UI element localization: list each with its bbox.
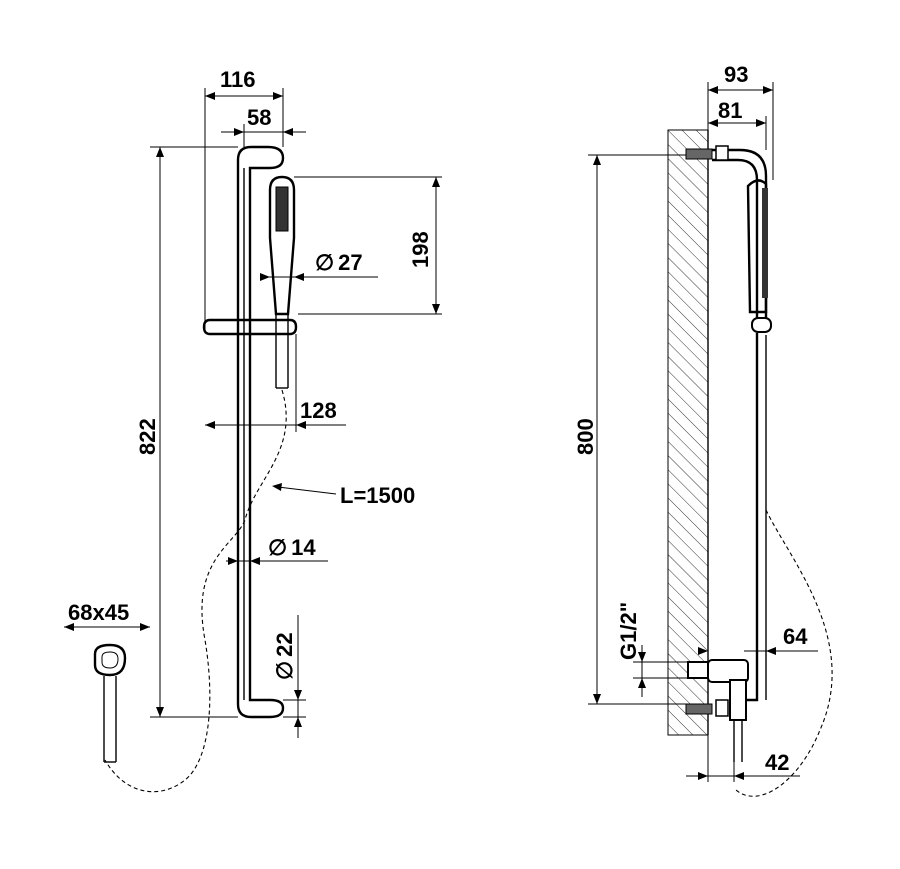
wall-section (667, 129, 709, 736)
wall-elbow (93, 643, 127, 763)
dim-116: 116 (220, 67, 256, 92)
dim-thread-g1-2: G1/2" (616, 602, 641, 660)
dim-diameter-27: ∅27 (315, 250, 363, 275)
dim-128: 128 (300, 398, 337, 423)
dim-diameter-22: ∅ 22 (272, 632, 297, 680)
diameter-symbol: ∅ (315, 250, 334, 275)
dim-58: 58 (247, 105, 271, 130)
dim-198: 198 (408, 231, 433, 268)
dim-800: 800 (573, 418, 598, 455)
slide-rail (236, 145, 285, 719)
dim-14-value: 14 (291, 535, 316, 560)
hose-side (735, 509, 833, 797)
hose-length-label: L=1500 (340, 483, 415, 508)
side-view: 93 81 800 G1/2" 64 42 (573, 62, 833, 797)
diameter-symbol: ∅ (272, 661, 297, 680)
dim-81: 81 (718, 98, 742, 123)
dim-42: 42 (765, 750, 789, 775)
hose (104, 389, 287, 793)
front-view: 116 58 198 ∅27 128 L=1500 (64, 67, 442, 793)
dim-93: 93 (724, 62, 748, 87)
diameter-symbol: ∅ (268, 535, 287, 560)
dim-22-value: 22 (272, 632, 297, 656)
dim-64: 64 (783, 624, 808, 649)
dim-diameter-14: ∅14 (268, 535, 316, 560)
dim-68x45: 68x45 (68, 600, 129, 625)
dim-27-value: 27 (338, 250, 362, 275)
slider-holder (202, 318, 298, 336)
hand-shower (268, 175, 296, 389)
dim-822: 822 (135, 418, 160, 455)
